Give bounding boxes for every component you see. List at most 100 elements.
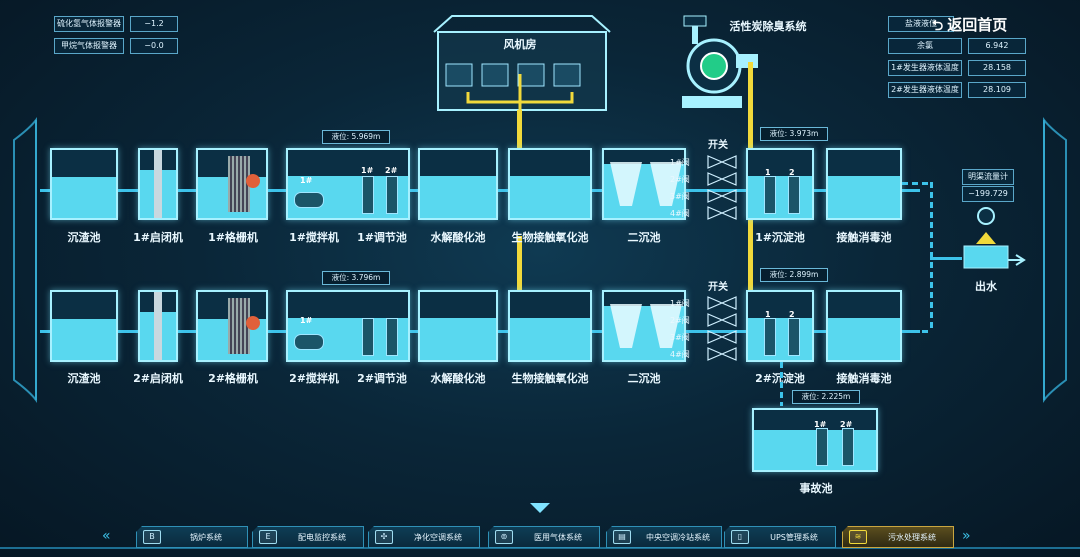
brine-level-label: 盐液液位 <box>888 16 954 32</box>
row1-grille-machine[interactable] <box>196 148 268 220</box>
nav-medical-gas-system[interactable]: ⊚ 医用气体系统 <box>488 526 600 548</box>
row1-bio-oxidation-tank <box>508 148 592 220</box>
row2-valve-2[interactable]: 2#阀 <box>670 316 690 325</box>
accident-label: 事故池 <box>799 482 833 495</box>
row2-sediment-tank <box>50 290 118 362</box>
row1-settle-num-1: 1 <box>765 168 771 177</box>
row2-settle-num-2: 2 <box>789 310 795 319</box>
accident-pipe <box>780 362 783 406</box>
outlet-label: 出水 <box>975 280 997 293</box>
row2-disinfection-tank <box>826 290 902 362</box>
row2-valve-4[interactable]: 4#阀 <box>670 350 690 359</box>
gen2-temp-value: 28.109 <box>968 82 1026 98</box>
row2-label-disinfection: 接触消毒池 <box>836 372 892 385</box>
row2-mixer-num: 1# <box>300 316 313 325</box>
h2s-sensor-value: −1.2 <box>130 16 178 32</box>
row1-hydrolysis-tank <box>418 148 498 220</box>
row1-label-gate: 1#启闭机 <box>133 231 183 244</box>
nav-sewage-system[interactable]: ≋污水处理系统 <box>842 526 954 548</box>
gas-icon: ⊚ <box>495 530 513 544</box>
row1-label-disinfection: 接触消毒池 <box>836 231 892 244</box>
row1-label-sediment: 沉渣池 <box>67 231 101 244</box>
row2-mix-level: 液位: 3.796m <box>322 271 390 285</box>
row1-label-hydrolysis: 水解酸化池 <box>430 231 486 244</box>
row1-settle-num-2: 2 <box>789 168 795 177</box>
accident-num-2: 2# <box>840 420 853 429</box>
row1-clarifier-cones <box>610 162 682 206</box>
row2-grille-machine[interactable] <box>196 290 268 362</box>
nav-label: UPS管理系统 <box>770 532 818 542</box>
row1-label-settling: 1#沉淀池 <box>755 231 805 244</box>
outlet-pipe-top <box>902 182 932 185</box>
row2-valve-3[interactable]: 3#阀 <box>670 333 690 342</box>
row1-settle-level: 液位: 3.973m <box>760 127 828 141</box>
back-home-label: 返回首页 <box>947 16 1008 34</box>
deodor-pipe-lower <box>748 218 753 290</box>
row2-valve-bank[interactable] <box>706 295 738 363</box>
row2-label-clarifier: 二沉池 <box>627 372 661 385</box>
water-wave-icon: ≋ <box>849 530 867 544</box>
row1-valve-bank[interactable] <box>706 154 738 222</box>
nav-purified-ac-system[interactable]: ✣ 净化空调系统 <box>368 526 480 548</box>
flow-meter-label: 明渠流量计 <box>962 169 1014 185</box>
boiler-icon: B <box>143 530 161 544</box>
h2s-sensor-row: 硫化氢气体报警器 −1.2 <box>54 16 178 32</box>
fan-icon: ✣ <box>375 530 393 544</box>
row1-pump-num-1: 1# <box>361 166 374 175</box>
row1-valve-2[interactable]: 2#阀 <box>670 175 690 184</box>
row1-valve-3[interactable]: 3#阀 <box>670 192 690 201</box>
fan-room-label: 风机房 <box>503 38 537 51</box>
nav-label: 净化空调系统 <box>414 532 462 542</box>
row2-clarifier-cones <box>610 304 682 348</box>
nav-prev-icon[interactable]: « <box>102 528 111 544</box>
outlet-feed-pipe <box>930 257 962 260</box>
gen1-temp-value: 28.158 <box>968 60 1026 76</box>
settle-pump-1-icon <box>764 318 776 356</box>
row2-settling-tank <box>746 290 814 362</box>
row1-valve-4[interactable]: 4#阀 <box>670 209 690 218</box>
fan-room-building <box>433 15 611 111</box>
row2-label-sediment: 沉渣池 <box>67 372 101 385</box>
nav-central-ac-system[interactable]: ▤中央空调冷站系统 <box>606 526 722 548</box>
row2-mixer-regulating-tank <box>286 290 410 362</box>
row2-label-hydrolysis: 水解酸化池 <box>430 372 486 385</box>
nav-ups-system[interactable]: ▯ UPS管理系统 <box>724 526 836 548</box>
regulating-pump-2-icon <box>386 176 398 214</box>
ups-icon: ▯ <box>731 530 749 544</box>
air-pipe-upper <box>517 110 522 152</box>
row1-mix-level: 液位: 5.969m <box>322 130 390 144</box>
settle-pump-2-icon <box>788 176 800 214</box>
regulating-pump-2-icon <box>386 318 398 356</box>
row2-valve-1[interactable]: 1#阀 <box>670 299 690 308</box>
row1-secondary-clarifier <box>602 148 686 220</box>
air-pipe-lower <box>517 236 522 290</box>
gen2-temp-row: 2#发生器液体温度 28.109 <box>888 82 1026 98</box>
back-home-button[interactable]: ⮌返回首页 <box>932 14 1007 39</box>
row1-gate-opener[interactable] <box>138 148 178 220</box>
nav-label: 中央空调冷站系统 <box>646 532 710 542</box>
row2-gate-opener[interactable] <box>138 290 178 362</box>
row1-pump-num-2: 2# <box>385 166 398 175</box>
residual-chlorine-value: 6.942 <box>968 38 1026 54</box>
grille-gear-icon <box>246 316 260 330</box>
row2-settle-num-1: 1 <box>765 310 771 319</box>
row1-valve-1[interactable]: 1#阀 <box>670 158 690 167</box>
back-arrow-icon: ⮌ <box>932 18 944 34</box>
row2-bio-oxidation-tank <box>508 290 592 362</box>
accident-pump-2-icon <box>842 428 854 466</box>
row1-label-mixer: 1#搅拌机 <box>289 231 339 244</box>
outlet-pump-icon <box>963 207 1026 269</box>
row1-label-clarifier: 二沉池 <box>627 231 661 244</box>
accident-tank <box>752 408 878 472</box>
power-icon: E <box>259 530 277 544</box>
ch4-sensor-row: 甲烷气体报警器 −0.0 <box>54 38 178 54</box>
mixer-pump-icon <box>294 192 324 208</box>
flow-meter-value: −199.729 <box>962 186 1014 202</box>
nav-label: 医用气体系统 <box>534 532 582 542</box>
grille-gear-icon <box>246 174 260 188</box>
carbon-system-label: 活性炭除臭系统 <box>729 20 807 33</box>
nav-next-icon[interactable]: » <box>962 528 971 544</box>
